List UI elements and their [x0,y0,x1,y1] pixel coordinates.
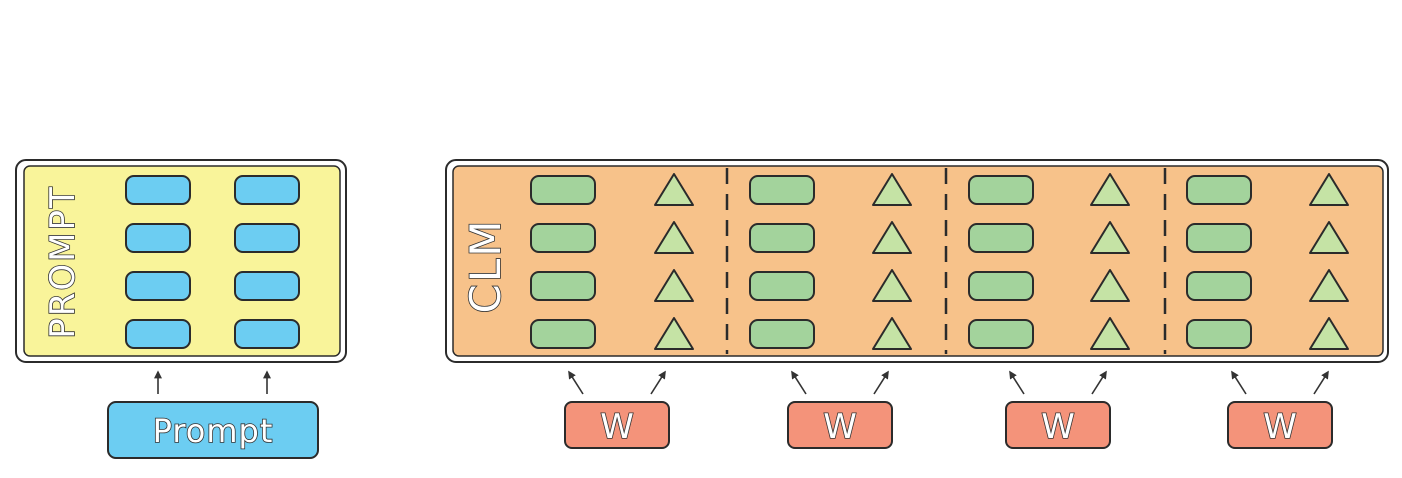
prompt-input: Prompt [107,401,319,459]
clm-triangle-s4-r1 [1309,173,1349,206]
prompt-token-r3-c2 [234,271,300,301]
clm-triangle-s3-r4 [1090,317,1130,350]
clm-token-s4-r4 [1186,319,1252,349]
w-arrow-left-1 [568,370,584,395]
clm-segment-3 [968,173,1130,350]
w-input-box-4 [1227,401,1333,449]
clm-token-s4-r1 [1186,175,1252,205]
clm-token-s1-r3 [530,271,596,301]
w-arrow-right-3 [1091,370,1107,395]
clm-triangle-s1-r1 [654,173,694,206]
prompt-block-body [23,165,341,357]
clm-block-body [452,165,1384,357]
clm-triangle-s2-r4 [872,317,912,350]
clm-segment-dividers [725,168,1167,354]
prompt-token-r4-c1 [125,319,191,349]
clm-triangle-s2-r3 [872,269,912,302]
clm-triangle-s4-r2 [1309,221,1349,254]
prompt-token-r2-c2 [234,223,300,253]
w-arrow-left-4 [1231,370,1247,395]
clm-segments [530,173,1349,350]
prompt-token-r1-c2 [234,175,300,205]
clm-triangle-s1-r2 [654,221,694,254]
w-arrow-right-1 [650,370,666,395]
w-arrow-left-2 [791,370,807,395]
clm-token-s3-r1 [968,175,1034,205]
w-input-3: W [1005,370,1111,449]
clm-token-s1-r1 [530,175,596,205]
clm-token-s4-r3 [1186,271,1252,301]
clm-token-s2-r4 [749,319,815,349]
clm-triangle-s1-r3 [654,269,694,302]
clm-token-s2-r2 [749,223,815,253]
clm-token-s3-r2 [968,223,1034,253]
prompt-token-r2-c1 [125,223,191,253]
prompt-token-r4-c2 [234,319,300,349]
w-input-label-3: W [1041,407,1075,447]
clm-token-s1-r2 [530,223,596,253]
w-input-label-4: W [1263,407,1297,447]
w-input-2: W [787,370,893,449]
clm-triangle-s3-r3 [1090,269,1130,302]
w-input-box-1 [564,401,670,449]
prompt-input-box [107,401,319,459]
clm-triangle-s3-r2 [1090,221,1130,254]
w-arrow-left-3 [1009,370,1025,395]
clm-token-s3-r3 [968,271,1034,301]
clm-triangle-s4-r3 [1309,269,1349,302]
w-input-1: W [564,370,670,449]
w-arrow-right-4 [1313,370,1329,395]
clm-token-s1-r4 [530,319,596,349]
clm-triangle-s2-r1 [872,173,912,206]
clm-block-label: CLM [461,219,510,314]
clm-triangle-s2-r2 [872,221,912,254]
clm-triangle-s4-r4 [1309,317,1349,350]
clm-segment-1 [530,173,694,350]
clm-triangle-s3-r1 [1090,173,1130,206]
clm-triangle-s1-r4 [654,317,694,350]
prompt-token-r3-c1 [125,271,191,301]
prompt-block: PROMPT [15,159,347,363]
w-arrow-right-2 [873,370,889,395]
clm-token-s3-r4 [968,319,1034,349]
prompt-input-label: Prompt [153,412,274,450]
clm-segment-4 [1186,173,1349,350]
clm-block: CLM [445,159,1389,363]
prompt-token-r1-c1 [125,175,191,205]
prompt-arrows [154,370,271,394]
prompt-block-label: PROMPT [43,185,83,339]
w-input-label-2: W [823,407,857,447]
clm-token-s2-r3 [749,271,815,301]
w-input-4: W [1227,370,1333,449]
clm-segment-2 [749,173,912,350]
w-input-label-1: W [600,407,634,447]
clm-token-s4-r2 [1186,223,1252,253]
w-input-box-2 [787,401,893,449]
clm-token-s2-r1 [749,175,815,205]
prompt-token-grid [125,175,300,349]
w-input-box-3 [1005,401,1111,449]
